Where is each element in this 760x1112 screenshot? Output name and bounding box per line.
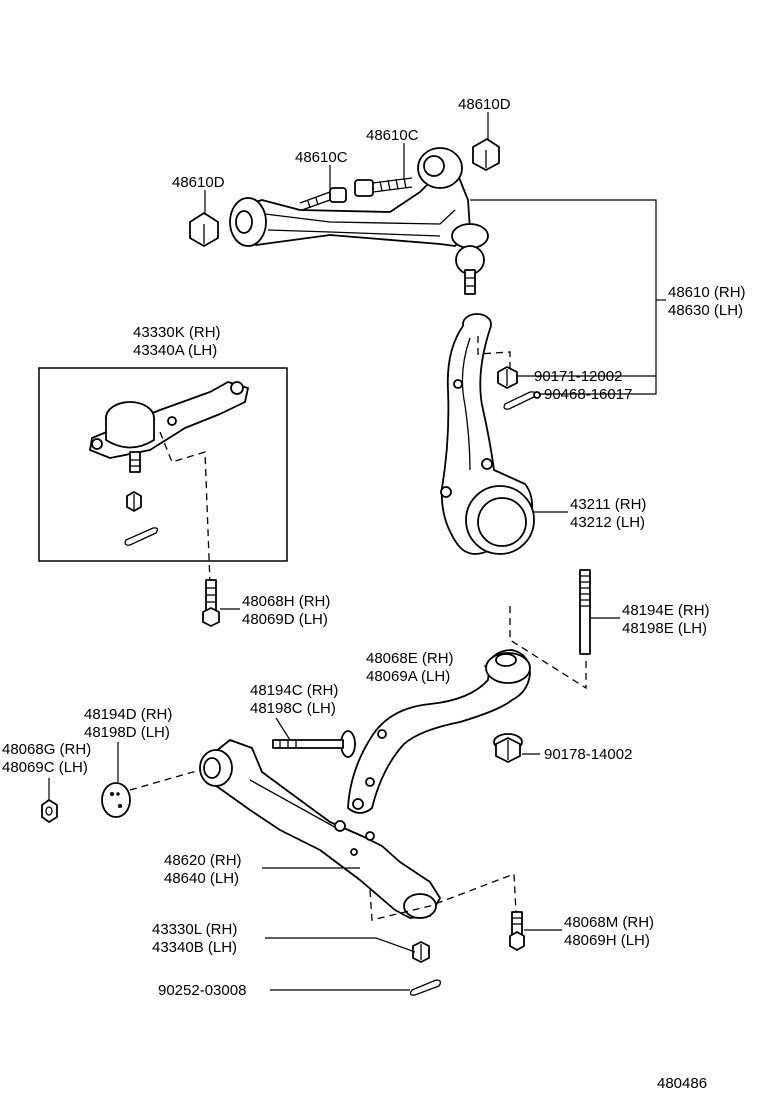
label-43330L-rh: 43330L (RH) bbox=[152, 921, 237, 938]
knuckle-cotter-pin bbox=[503, 391, 541, 410]
label-48068H-rh: 48068H (RH) bbox=[242, 593, 330, 610]
upper-arm-bolt-lower bbox=[299, 187, 347, 211]
label-43340B-lh: 43340B (LH) bbox=[152, 939, 237, 956]
lower-ball-joint bbox=[89, 381, 249, 473]
nut-48068G bbox=[41, 799, 58, 823]
label-48198D-lh: 48198D (LH) bbox=[84, 724, 170, 741]
lower-control-arm bbox=[199, 739, 441, 919]
label-48640-lh: 48640 (LH) bbox=[164, 870, 239, 887]
label-48610C-upper: 48610C bbox=[366, 127, 419, 144]
knuckle-castle-nut bbox=[497, 366, 518, 389]
label-48069D-lh: 48069D (LH) bbox=[242, 611, 328, 628]
label-48068M-rh: 48068M (RH) bbox=[564, 914, 654, 931]
upper-control-arm bbox=[189, 138, 500, 295]
label-43340A-lh: 43340A (LH) bbox=[133, 342, 217, 359]
label-48610D-left: 48610D bbox=[172, 174, 225, 191]
label-48620-rh: 48620 (RH) bbox=[164, 852, 242, 869]
label-48069C-lh: 48069C (LH) bbox=[2, 759, 88, 776]
label-48198C-lh: 48198C (LH) bbox=[250, 700, 336, 717]
label-90178-14002: 90178-14002 bbox=[544, 746, 632, 763]
label-90468-16017: 90468-16017 bbox=[544, 386, 632, 403]
label-48610C-lower: 48610C bbox=[295, 149, 348, 166]
diagram-id: 480486 bbox=[657, 1075, 707, 1092]
callout-labels: 48610D 48610C 48610C 48610D 48610 (RH) 4… bbox=[2, 96, 746, 1092]
label-48069H-lh: 48069H (LH) bbox=[564, 932, 650, 949]
label-48069A-lh: 48069A (LH) bbox=[366, 668, 450, 685]
steering-knuckle bbox=[440, 313, 535, 555]
label-48068G-rh: 48068G (RH) bbox=[2, 741, 91, 758]
label-48198E-lh: 48198E (LH) bbox=[622, 620, 707, 637]
lower-castle-nut bbox=[412, 941, 430, 963]
bolt-48068H bbox=[202, 579, 220, 627]
upper-arm-nut-right bbox=[472, 138, 500, 171]
label-48610D-right: 48610D bbox=[458, 96, 511, 113]
strut-rod bbox=[347, 649, 531, 814]
strut-rod-nut bbox=[493, 733, 523, 763]
label-48194E-rh: 48194E (RH) bbox=[622, 602, 710, 619]
ball-joint-castle-nut bbox=[126, 491, 142, 512]
label-90171-12002: 90171-12002 bbox=[534, 368, 622, 385]
ball-joint-cotter-pin bbox=[124, 527, 159, 546]
label-90252-03008: 90252-03008 bbox=[158, 982, 246, 999]
bolt-48194C bbox=[272, 730, 356, 758]
label-48068E-rh: 48068E (RH) bbox=[366, 650, 454, 667]
stud-48194E bbox=[579, 569, 591, 655]
label-43330K-rh: 43330K (RH) bbox=[133, 324, 221, 341]
label-48610-rh: 48610 (RH) bbox=[668, 284, 746, 301]
leader-lines bbox=[48, 112, 666, 991]
label-48194D-rh: 48194D (RH) bbox=[84, 706, 172, 723]
upper-arm-bolt-upper bbox=[354, 177, 413, 197]
upper-arm-nut-left bbox=[189, 212, 219, 247]
lower-cotter-pin bbox=[409, 979, 442, 996]
label-43211-rh: 43211 (RH) bbox=[570, 496, 646, 513]
ball-joint-box bbox=[38, 367, 288, 562]
label-43212-lh: 43212 (LH) bbox=[570, 514, 645, 531]
label-48630-lh: 48630 (LH) bbox=[668, 302, 743, 319]
washer-48194D bbox=[101, 782, 131, 818]
bolt-48068M bbox=[509, 911, 525, 951]
label-48194C-rh: 48194C (RH) bbox=[250, 682, 338, 699]
